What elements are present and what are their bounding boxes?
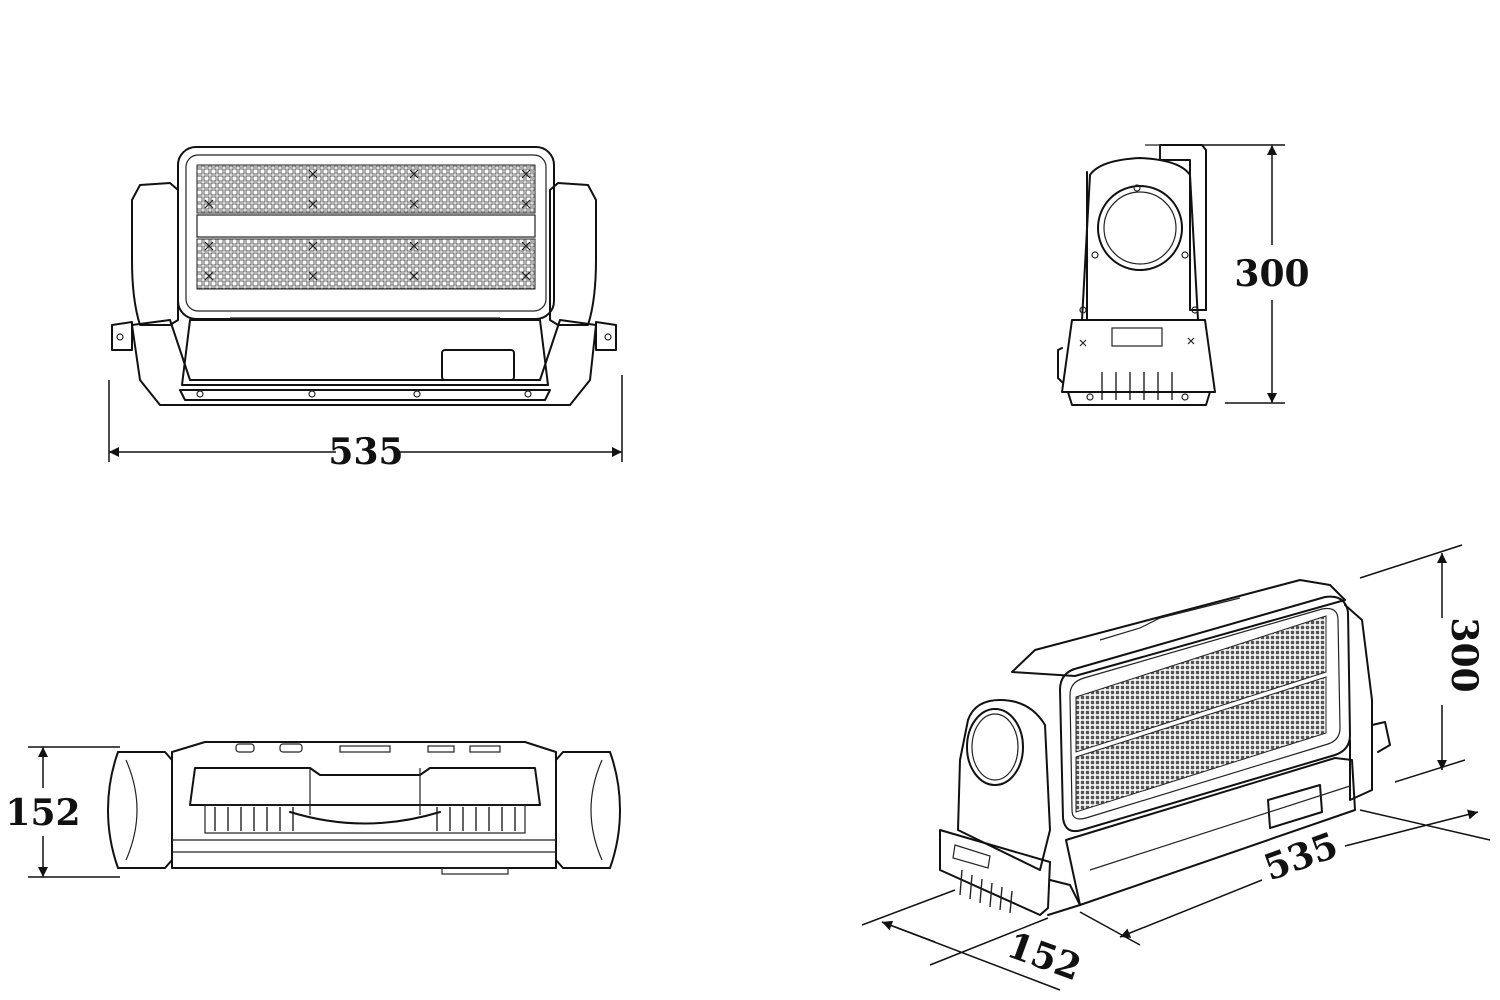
front-view: 535 [108, 146, 623, 473]
iso-depth-dimension: 152 [1002, 924, 1087, 989]
bottom-view: 152 [5, 741, 621, 878]
side-view: 300 [1057, 144, 1310, 406]
isometric-view: 300 535 152 [861, 544, 1491, 991]
bottom-depth-dimension: 152 [5, 792, 80, 834]
iso-height-dimension: 300 [1443, 617, 1485, 692]
side-height-dimension: 300 [1234, 253, 1309, 295]
iso-width-dimension: 535 [1258, 824, 1343, 889]
front-width-dimension: 535 [328, 431, 403, 473]
